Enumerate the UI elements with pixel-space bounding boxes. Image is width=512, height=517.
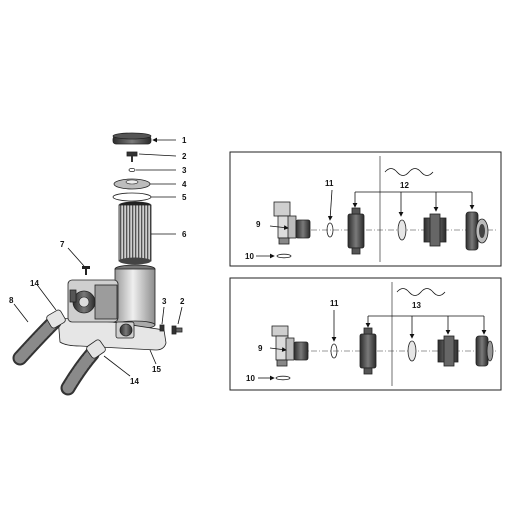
strainer-cap-part	[475, 335, 494, 367]
plunger-valve-part	[271, 325, 309, 367]
callout-label: 10	[245, 252, 254, 261]
strainer-connector-part	[437, 335, 459, 367]
valve-gasket-part	[275, 375, 291, 381]
hose-upper-part	[12, 309, 66, 366]
panel-bottom	[229, 277, 502, 391]
callout-label: 11	[325, 179, 334, 188]
plunger-valve-part	[273, 201, 311, 245]
panel-top	[229, 151, 502, 267]
callout-label: 3	[162, 297, 167, 306]
o-ring-part	[326, 222, 334, 238]
callout-label: 9	[256, 220, 261, 229]
callout-label: 5	[182, 193, 187, 202]
o-ring-part	[330, 343, 338, 359]
callout-label: 13	[412, 301, 421, 310]
callout-label: 2	[180, 297, 185, 306]
filter-cartridge-part	[118, 201, 152, 265]
strainer-nut-part	[359, 327, 377, 375]
motor-screw-part	[82, 266, 90, 275]
callout-label: 10	[246, 374, 255, 383]
callout-label: 4	[182, 180, 187, 189]
filter-lid-part	[112, 132, 152, 145]
filter-housing-cover-part	[113, 178, 151, 190]
valve-gasket-part	[276, 253, 292, 259]
callout-label: 11	[330, 299, 339, 308]
callout-label: 15	[152, 365, 161, 374]
callout-label: 7	[60, 240, 65, 249]
air-valve-o-ring-part	[128, 167, 136, 172]
callout-label: 3	[182, 166, 187, 175]
pump-motor-part	[67, 279, 119, 323]
callout-label: 1	[182, 136, 187, 145]
water-line-icon	[384, 168, 434, 176]
hose-lower-part	[60, 339, 106, 396]
pump-assembly	[12, 132, 183, 396]
callout-label: 2	[182, 152, 187, 161]
callout-label: 14	[130, 377, 139, 386]
drain-plug-parts	[159, 324, 183, 335]
water-line-icon	[396, 288, 446, 296]
strainer-nut-part	[347, 207, 365, 255]
housing-outlet-part	[115, 321, 135, 339]
callout-label: 12	[400, 181, 409, 190]
callout-label: 6	[182, 230, 187, 239]
housing-seal-ring-part	[112, 192, 152, 202]
callout-label: 8	[9, 296, 14, 305]
flat-washer-part	[407, 340, 417, 362]
flat-washer-part	[397, 219, 407, 241]
filter-housing-part	[114, 264, 156, 330]
air-release-valve-part	[126, 151, 138, 162]
callout-label: 9	[258, 344, 263, 353]
callout-label: 14	[30, 279, 39, 288]
strainer-grid-part	[465, 211, 489, 251]
pump-base-part	[57, 317, 167, 351]
strainer-connector-part	[423, 213, 447, 247]
